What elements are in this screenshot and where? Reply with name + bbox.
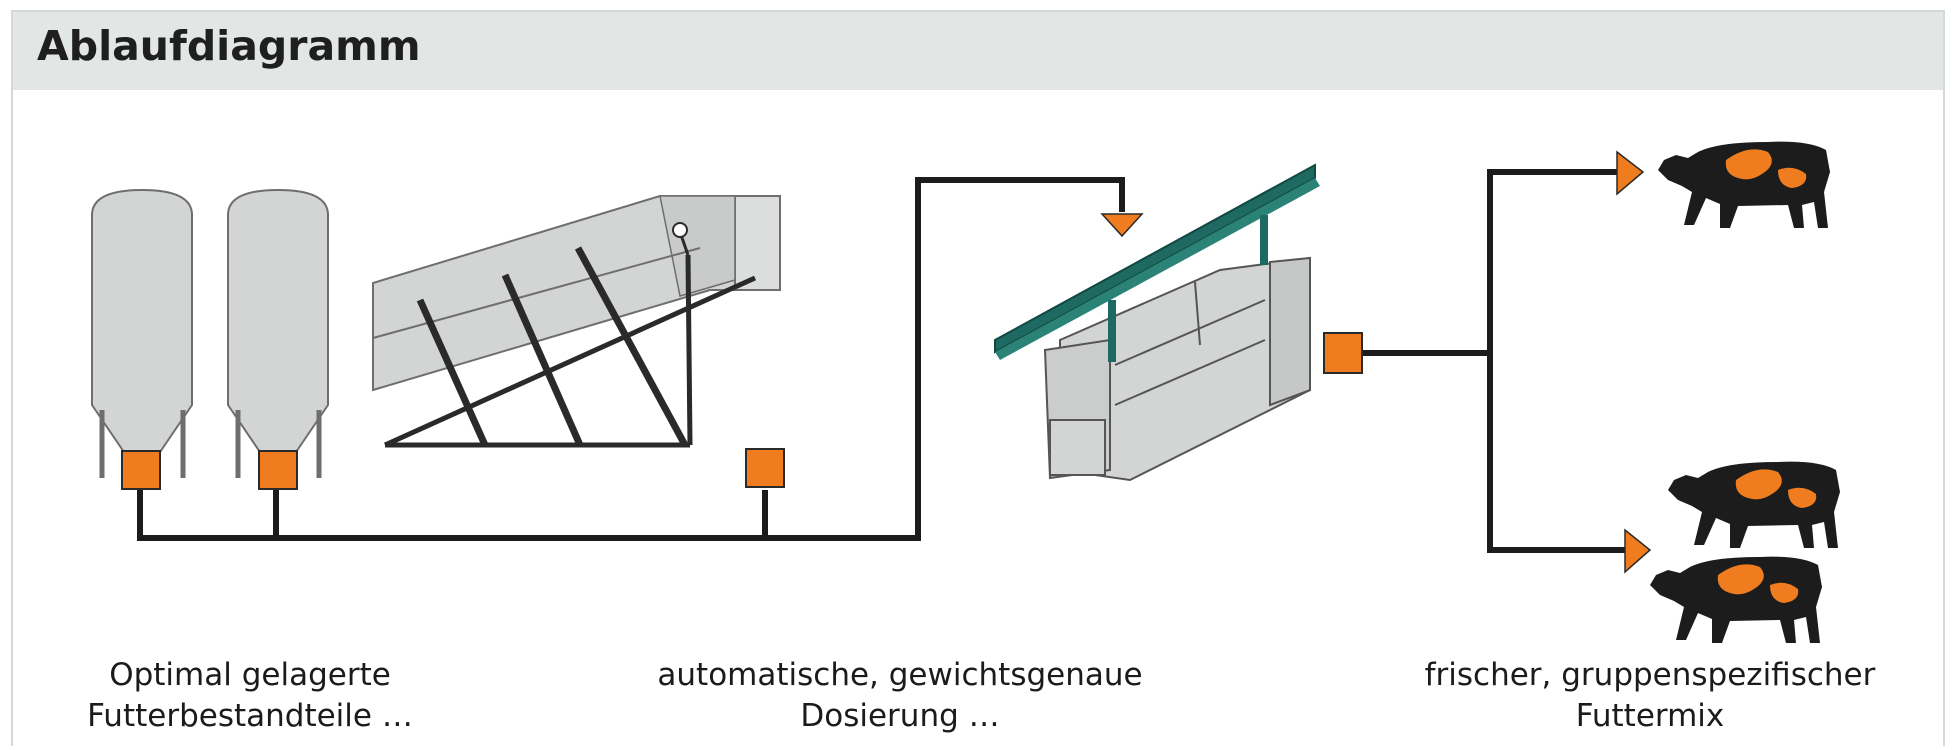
feed-bunker-icon	[372, 195, 781, 448]
cow-icon	[1650, 556, 1822, 643]
cow-icon	[1668, 461, 1840, 548]
caption-storage-line-2: Futterbestandteile …	[87, 698, 413, 734]
caption-storage: Optimal gelagerte Futterbestandteile …	[40, 655, 460, 737]
feed-line	[137, 169, 1625, 553]
caption-dosing-line-1: automatische, gewichtsgenaue	[657, 657, 1143, 693]
mixer-wagon-icon	[994, 163, 1320, 482]
caption-storage-line-1: Optimal gelagerte	[109, 657, 391, 693]
caption-dosing: automatische, gewichtsgenaue Dosierung …	[600, 655, 1200, 737]
caption-dosing-line-2: Dosierung …	[800, 698, 1000, 734]
caption-result-line-2: Futtermix	[1575, 698, 1725, 734]
feed-silo-icon	[91, 188, 193, 478]
page-title: Ablaufdiagramm	[37, 22, 421, 70]
caption-result-line-1: frischer, gruppenspezifischer	[1424, 657, 1876, 693]
diagram-frame	[11, 10, 1945, 746]
dosing-unit-icon	[121, 332, 1363, 490]
cow-icon	[1658, 141, 1830, 228]
feed-silo-icon	[227, 188, 329, 478]
arrow-icon	[1100, 150, 1652, 574]
caption-result: frischer, gruppenspezifischer Futtermix	[1370, 655, 1930, 737]
header-bar: Ablaufdiagramm	[13, 12, 1943, 90]
